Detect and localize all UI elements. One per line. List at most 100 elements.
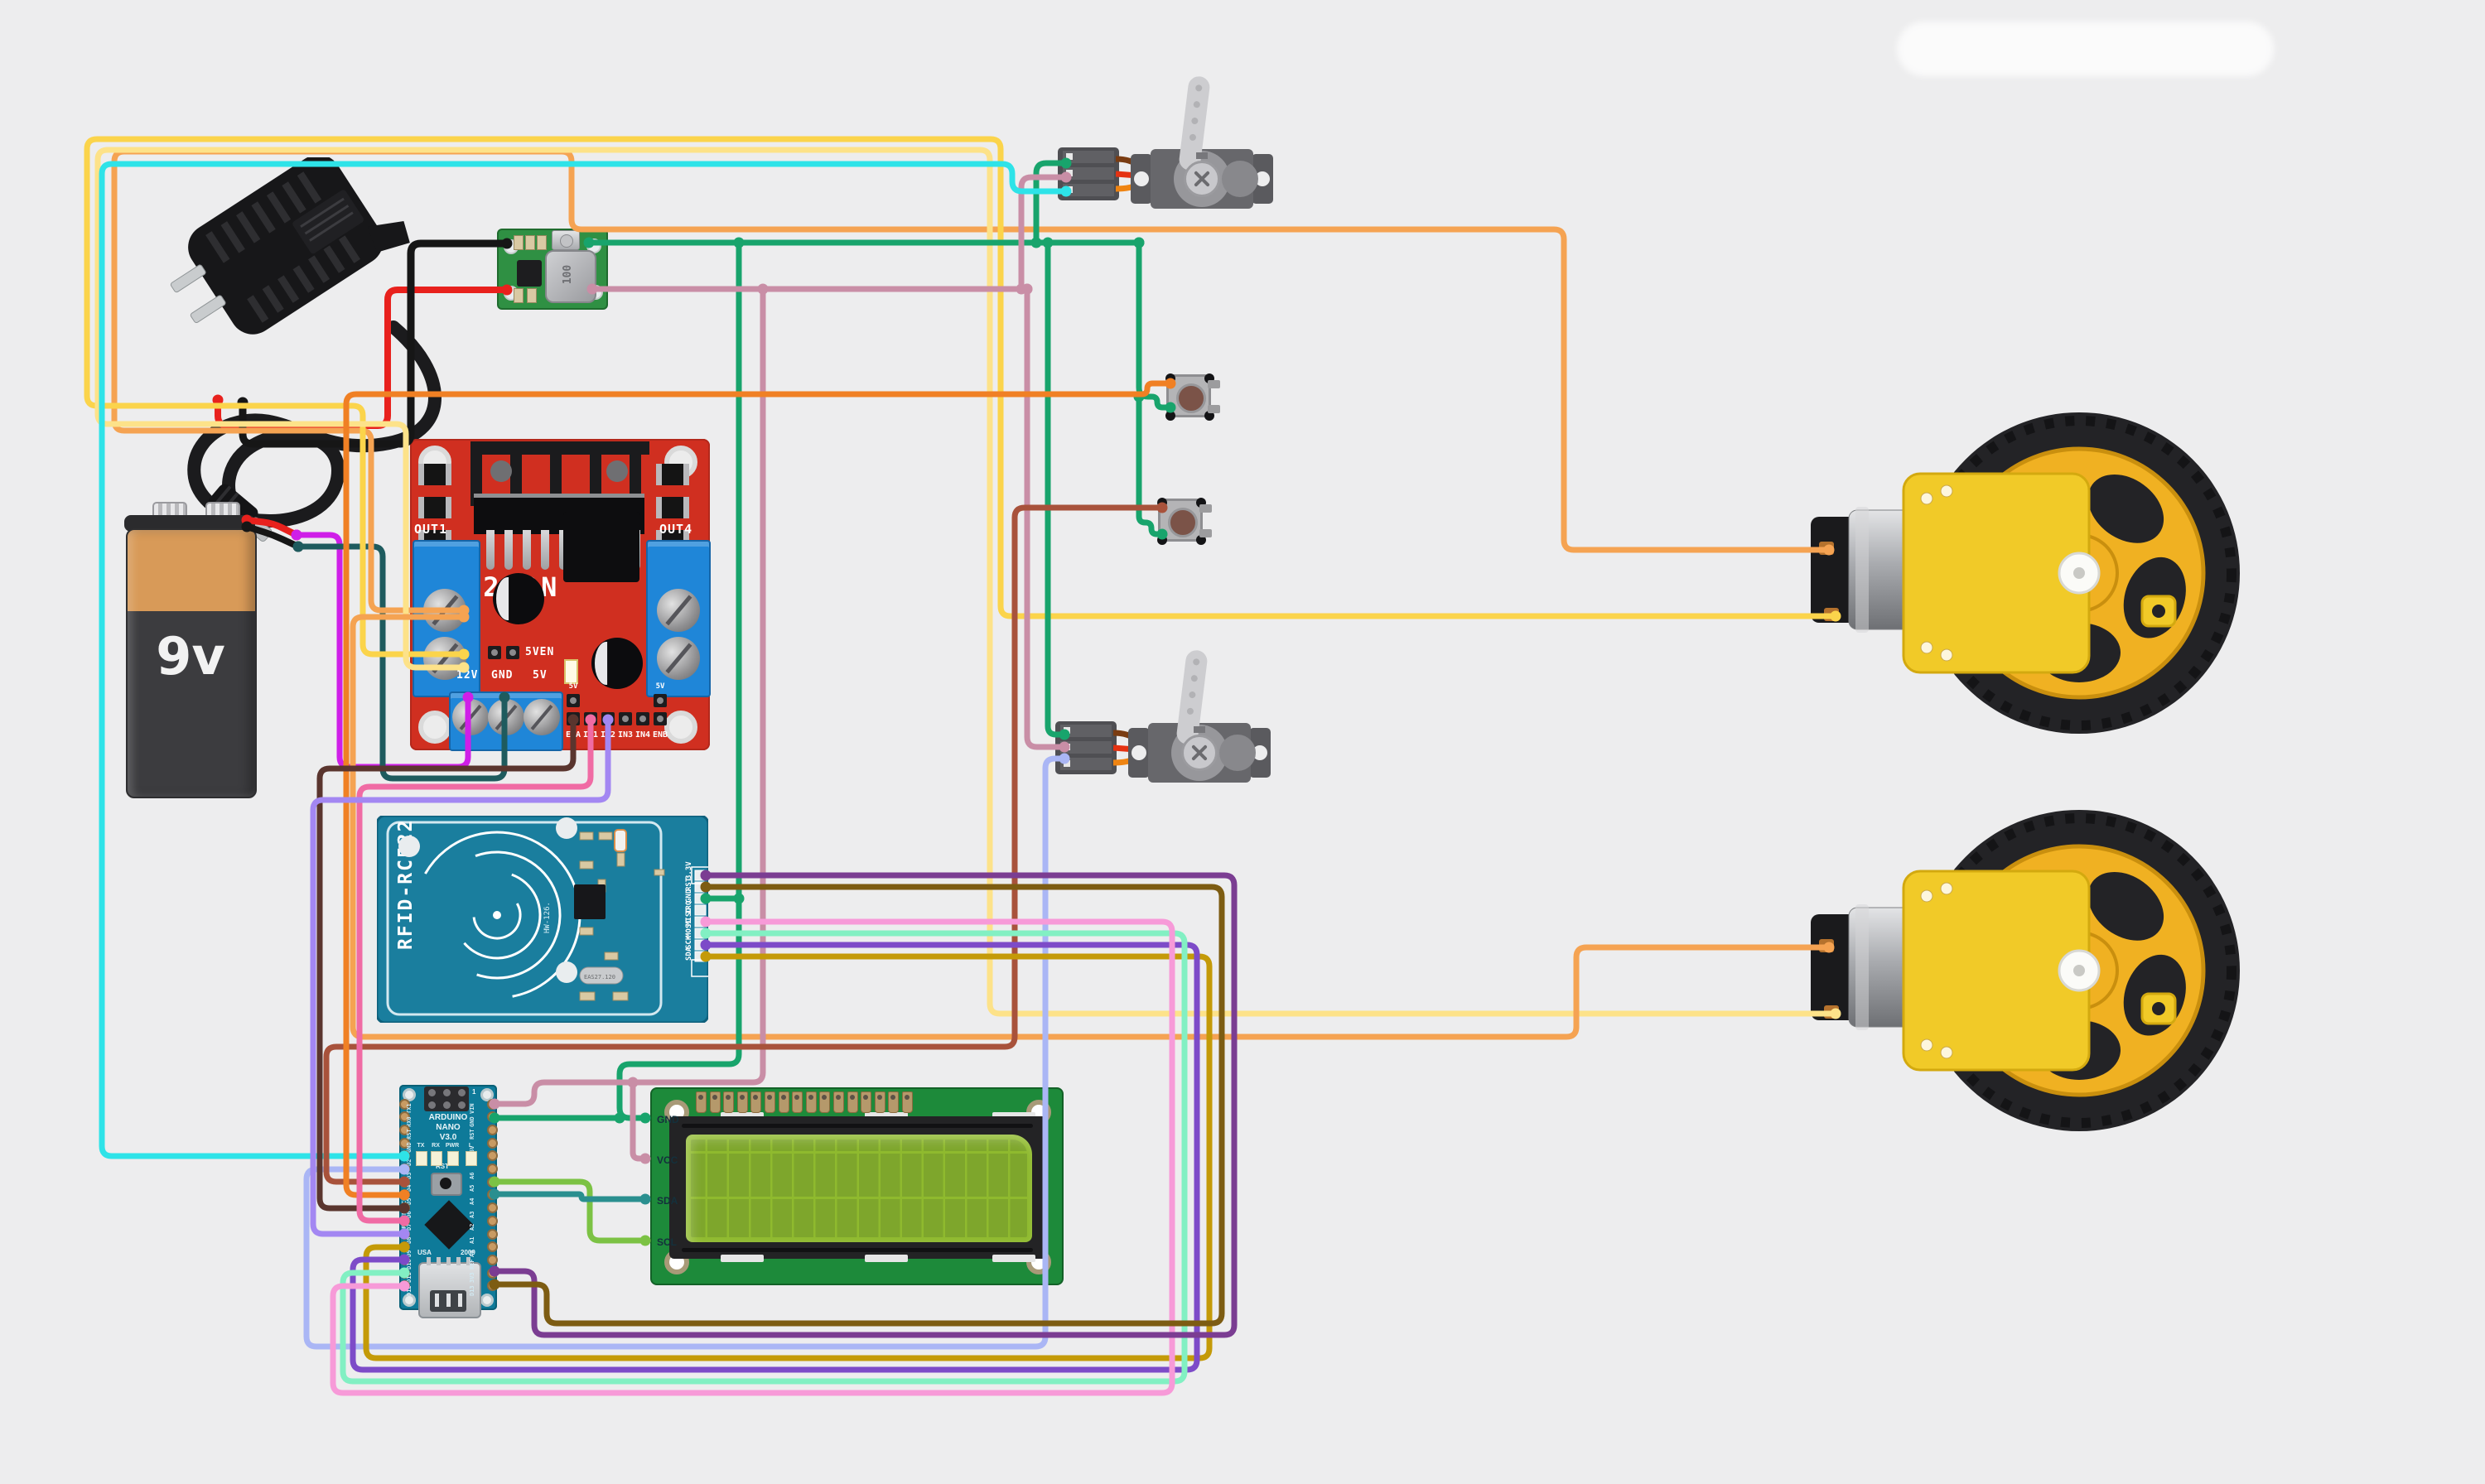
- lcd-pin-label-VCC: VCC: [657, 1154, 678, 1166]
- label-IN2: IN2: [600, 730, 616, 740]
- plug-prong: [170, 264, 206, 293]
- nano-pin-5V: [487, 1137, 498, 1149]
- pin-IN3: [619, 712, 632, 725]
- push-button-1[interactable]: [1165, 373, 1220, 421]
- lcd-header-pin: [847, 1091, 858, 1113]
- nano-pin-label-RST: RST: [469, 1129, 475, 1140]
- nano-pin-VIN: [487, 1098, 498, 1110]
- rfid-pad-IRQ: [694, 904, 707, 916]
- reset-button[interactable]: [431, 1173, 462, 1196]
- gear-motor-wheel-1: [1731, 391, 2261, 755]
- rfid-led: [614, 829, 627, 852]
- inductor: 100: [545, 250, 596, 303]
- capacitor: [591, 638, 643, 689]
- nano-pin-A0: [487, 1241, 498, 1253]
- nano-pin-label-A2: A2: [469, 1223, 475, 1231]
- wire-end-gnd-arduino: [614, 1112, 625, 1124]
- lcd-header-pin: [792, 1091, 803, 1113]
- lcd-pin-label-SDA: SDA: [657, 1195, 678, 1207]
- icsp-header: [424, 1086, 469, 1111]
- label-out4: OUT4: [659, 522, 693, 537]
- lcd-header-pin: [888, 1091, 900, 1113]
- rfid-pin-label-SCK: SCK: [685, 935, 693, 949]
- wire-end-gnd-button1: [1133, 237, 1145, 248]
- nano-pin-A1: [487, 1228, 498, 1240]
- wire-end-5v-bus: [1021, 283, 1033, 295]
- rfid-pad-3.3V: [694, 870, 707, 881]
- wire-a5-lcd-scl: [491, 1178, 649, 1244]
- battery-9v: 9v: [124, 502, 257, 798]
- lcd-header-pin: [765, 1091, 775, 1113]
- nano-pin-label-3V3: 3V3: [469, 1272, 475, 1284]
- rfid-pad-MISO: [694, 916, 707, 928]
- nano-pin-A6: [487, 1164, 498, 1174]
- pin-5v: [567, 694, 580, 707]
- battery-label: 9v: [156, 626, 225, 687]
- nano-pin-A4: [487, 1189, 498, 1201]
- rfid-pad-SCK: [694, 939, 707, 951]
- rfid-pin-label-SDA: SDA: [685, 947, 693, 961]
- lcd-pin-label-SCL: SCL: [657, 1236, 677, 1248]
- nano-pin-label-A4: A4: [469, 1197, 475, 1205]
- servo-hub: [1184, 161, 1220, 197]
- lcd-header-pin: [805, 1091, 817, 1113]
- lcd-header-pin: [750, 1091, 762, 1113]
- nano-pin-A2: [487, 1215, 498, 1226]
- wire-end-5v-servo1: [1016, 283, 1027, 295]
- label-IN1: IN1: [582, 730, 599, 740]
- nano-pin-label-A3: A3: [469, 1211, 475, 1218]
- button-cap[interactable]: [1168, 508, 1198, 537]
- wire-end-gnd-rfid-hook: [733, 893, 745, 904]
- servo-motor-1: [1058, 75, 1281, 217]
- servo-connector: [1058, 147, 1119, 200]
- nano-pin-3V3: [487, 1267, 498, 1279]
- lcd-pin-label-GND: GND: [657, 1114, 679, 1125]
- push-button-2[interactable]: [1157, 498, 1212, 545]
- nano-pin-label-VIN: VIN: [469, 1103, 475, 1114]
- pin-ENB: [654, 712, 667, 725]
- label-5v: 5V: [533, 669, 548, 682]
- label-5v-small: 5V: [568, 682, 578, 691]
- pin-ENA: [567, 712, 580, 725]
- pin-IN2: [601, 712, 615, 725]
- servo-motor-2: [1055, 648, 1279, 791]
- label-out1: OUT1: [414, 522, 448, 537]
- lcd-16x2-display: GND VCC SDA SCL: [650, 1087, 1064, 1285]
- nano-pin-D13: [487, 1280, 498, 1292]
- mfrc522-chip: [574, 884, 606, 919]
- led-RX: [431, 1151, 442, 1166]
- wire-5v-lcd-vcc: [630, 1079, 649, 1162]
- lcd-header-pin: [696, 1091, 707, 1113]
- capacitor: [493, 573, 544, 624]
- wire-end-gnd-bus: [1133, 237, 1145, 248]
- regulator-ic: [517, 260, 542, 287]
- wire-end-5v-servo2: [1021, 283, 1033, 295]
- wire-a4-lcd-sda: [491, 1191, 649, 1202]
- rfid-rc522: RFID-RC522 HW-126. EAS27.120 3.3VRSTGNDI…: [377, 816, 708, 1023]
- pin-IN1: [584, 712, 597, 725]
- wire-end-gnd-servo2: [1042, 237, 1054, 248]
- wire-end-5v-arduino-vin: [757, 283, 769, 295]
- servo-connector: [1055, 721, 1117, 774]
- nano-pin-RST: [487, 1124, 498, 1135]
- plug-prong: [190, 295, 226, 324]
- nano-pin-label-A6: A6: [469, 1172, 475, 1179]
- lcd-header-pin: [819, 1091, 831, 1113]
- led-label-TX: TX: [417, 1143, 425, 1149]
- wire-end-gnd-rfid-lcd: [733, 237, 745, 248]
- led-label-PWR: PWR: [445, 1143, 460, 1149]
- label-ENA: ENA: [565, 730, 581, 740]
- lcd-header-pin: [902, 1091, 913, 1113]
- label-ENB: ENB: [652, 730, 668, 740]
- button-cap[interactable]: [1176, 383, 1206, 413]
- nano-pin-label-GND: GND: [469, 1116, 475, 1127]
- label-5v-small: 5V: [655, 682, 665, 691]
- wire-end-gnd-button2: [1133, 391, 1145, 402]
- wire-end-5v-lcd-vcc: [627, 1077, 639, 1088]
- rfid-pin-label-MOSI: MOSI: [685, 919, 693, 937]
- watermark: [1897, 22, 2274, 76]
- wire-end-gnd-rfid-lcd: [639, 1112, 651, 1124]
- label-5ven: 5VEN: [525, 646, 555, 658]
- wire-end-a4-lcd-sda: [639, 1193, 651, 1205]
